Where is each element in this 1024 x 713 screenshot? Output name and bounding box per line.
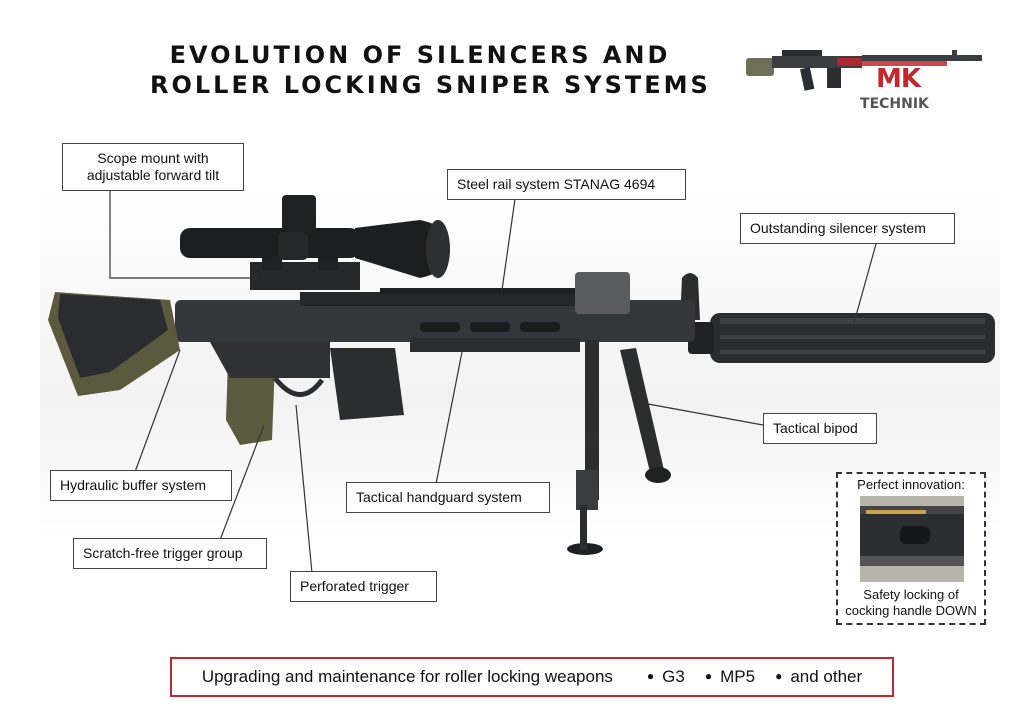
footer-item-other: and other (775, 667, 862, 687)
inset-photo (860, 496, 964, 582)
footer-text: Upgrading and maintenance for roller loc… (201, 667, 613, 686)
callout-handguard: Tactical handguard system (346, 482, 550, 513)
inset-caption-top: Perfect innovation: (857, 477, 965, 492)
leader-lines (109, 189, 877, 574)
inset-cocking-handle: Perfect innovation: Safety locking of co… (836, 472, 986, 625)
bipod-graphic (567, 272, 671, 555)
silencer-graphic (688, 313, 995, 363)
logo-mark: MK (876, 64, 921, 94)
callout-perforated-trigger: Perforated trigger (290, 571, 437, 602)
callout-scope-mount: Scope mount with adjustable forward tilt (62, 143, 244, 191)
scope-graphic (180, 195, 450, 278)
footer-item-mp5: MP5 (705, 667, 755, 687)
inset-caption-bottom: Safety locking of cocking handle DOWN (845, 587, 977, 618)
title-line-2: ROLLER LOCKING SNIPER SYSTEMS (150, 71, 711, 99)
callout-trigger-group: Scratch-free trigger group (73, 538, 267, 569)
page-title: EVOLUTION OF SILENCERS AND ROLLER LOCKIN… (150, 40, 711, 100)
stock-graphic (48, 292, 180, 396)
receiver-graphic (175, 288, 695, 352)
footer-banner: Upgrading and maintenance for roller loc… (170, 657, 894, 697)
mk-technik-logo: MK TECHNIK (742, 38, 992, 118)
logo-text: TECHNIK (860, 96, 929, 112)
callout-silencer: Outstanding silencer system (740, 213, 955, 244)
callout-bipod: Tactical bipod (763, 413, 877, 444)
title-line-1: EVOLUTION OF SILENCERS AND (169, 41, 671, 69)
callout-buffer: Hydraulic buffer system (50, 470, 232, 501)
callout-steel-rail: Steel rail system STANAG 4694 (447, 169, 686, 200)
logo-rifle-icon (746, 50, 982, 91)
footer-item-g3: G3 (647, 667, 685, 687)
